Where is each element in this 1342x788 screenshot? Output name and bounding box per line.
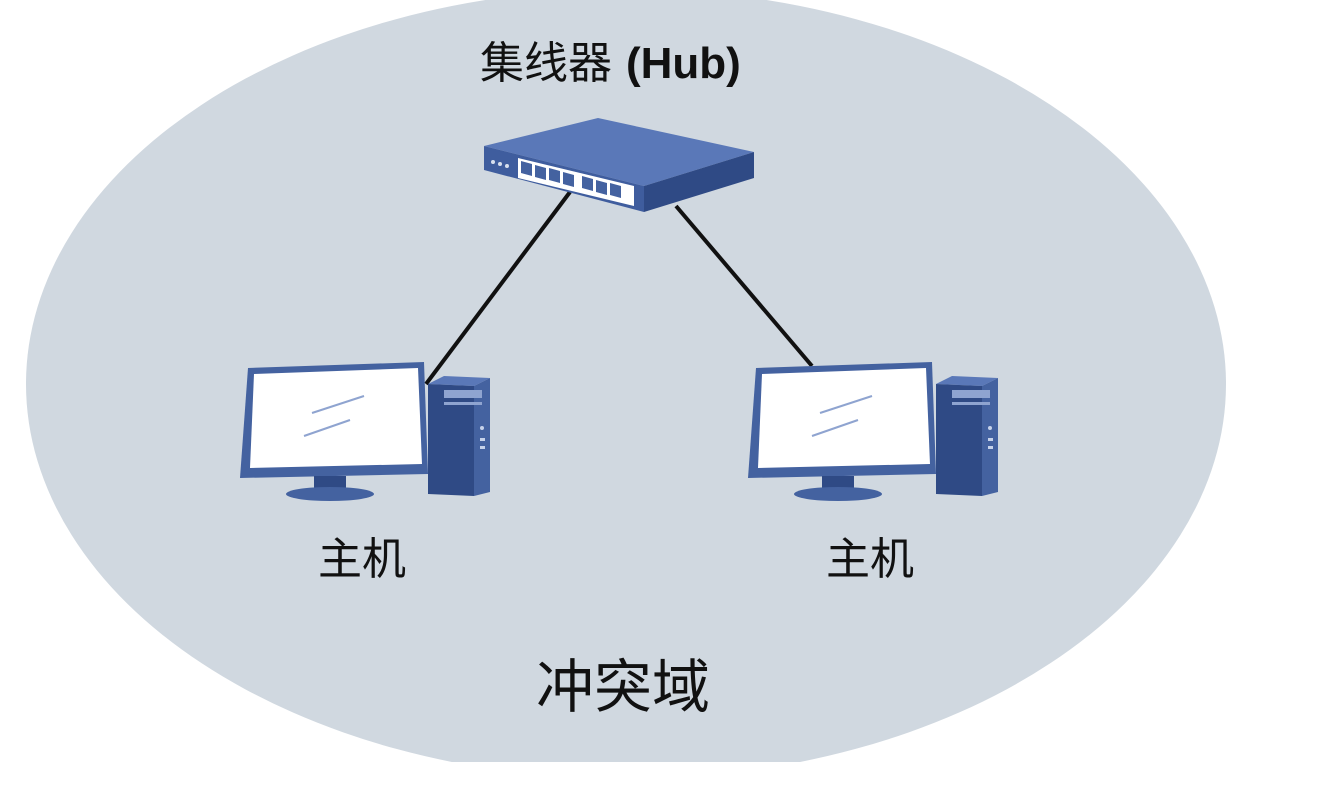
hub-label-en: (Hub) bbox=[626, 39, 741, 88]
host-computer-icon-left bbox=[240, 362, 490, 501]
hub-label: 集线器 (Hub) bbox=[480, 42, 741, 86]
host-label-left: 主机 bbox=[318, 534, 406, 585]
cable-left bbox=[424, 190, 572, 386]
hub-icon bbox=[484, 118, 754, 212]
collision-domain-label: 冲突域 bbox=[536, 653, 711, 721]
host-computer-icon-right bbox=[748, 362, 998, 501]
hub-label-cn: 集线器 bbox=[480, 38, 612, 89]
host-label-right: 主机 bbox=[826, 534, 914, 585]
collision-domain-area bbox=[26, 0, 1226, 762]
cable-right bbox=[674, 204, 814, 368]
